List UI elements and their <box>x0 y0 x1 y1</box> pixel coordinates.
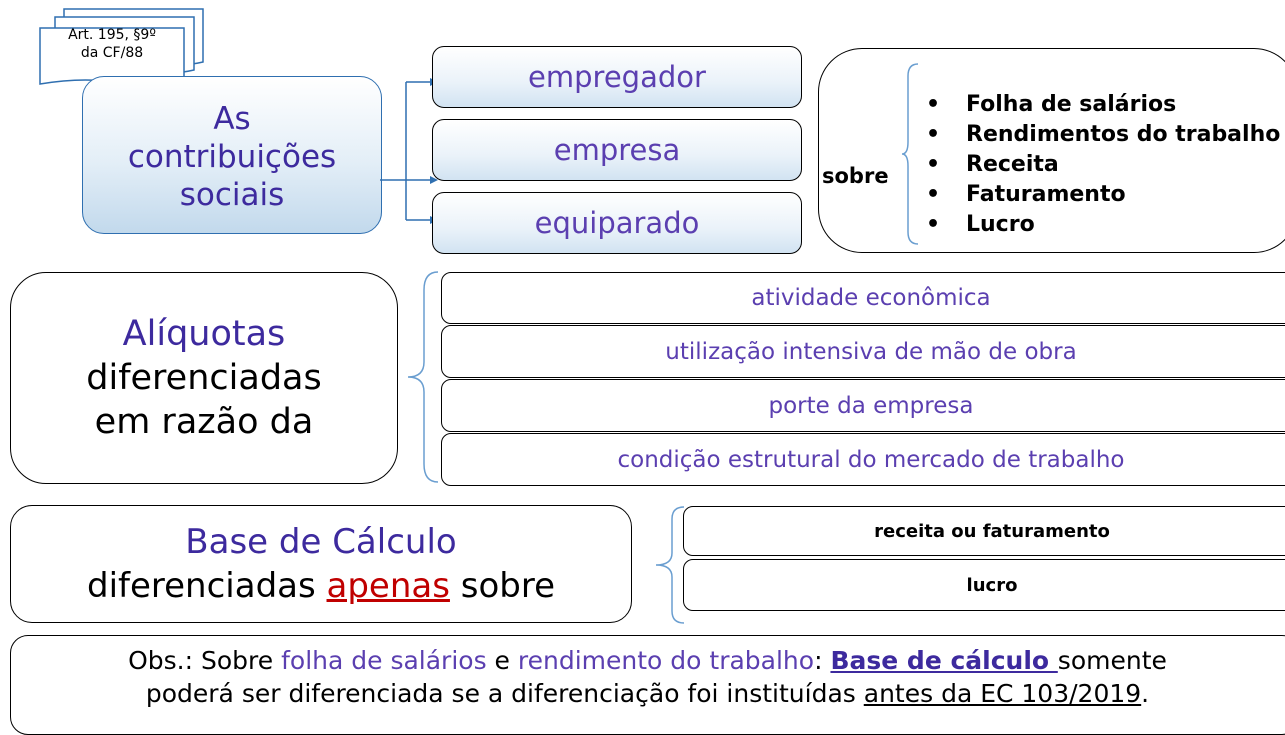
aliquotas-brace <box>407 271 439 483</box>
base-calculo-brace <box>655 506 685 624</box>
aliquota-item-label: utilização intensiva de mão de obra <box>665 338 1077 365</box>
aliquota-item-4: condição estrutural do mercado de trabal… <box>441 433 1285 486</box>
aliquota-item-3: porte da empresa <box>441 379 1285 432</box>
base-calculo-line-1: Base de Cálculo <box>185 522 457 562</box>
main-line-1: As <box>213 101 251 137</box>
document-stack-shape <box>39 8 204 89</box>
obs-mid: somente <box>1057 646 1167 675</box>
obs-line2-pre: poderá ser diferenciada se a diferenciaç… <box>145 679 864 708</box>
line2-pre: diferenciadas <box>86 566 327 606</box>
base-item: Rendimentos do trabalho <box>918 120 1285 150</box>
sobre-bases-list: Folha de salários Rendimentos do trabalh… <box>918 90 1285 240</box>
payer-empregador: empregador <box>432 46 802 108</box>
obs-and: e <box>486 646 518 675</box>
aliquotas-box: Alíquotas diferenciadas em razão da <box>10 272 398 484</box>
aliquota-item-1: atividade econômica <box>441 272 1285 324</box>
sobre-brace <box>901 63 919 245</box>
obs-term-rendimento: rendimento do trabalho <box>517 646 815 675</box>
payer-label: equiparado <box>534 206 700 240</box>
payer-label: empresa <box>553 133 681 167</box>
base-item-lucro: lucro <box>683 559 1285 611</box>
obs-text: Obs.: Sobre folha de salários e rendimen… <box>10 644 1285 710</box>
doc-line-2: da CF/88 <box>80 45 144 61</box>
main-line-2: contribuições <box>127 139 337 175</box>
aliquota-item-label: porte da empresa <box>768 392 974 419</box>
aliquotas-line-2: diferenciadas <box>86 358 322 398</box>
obs-colon: : <box>814 646 831 675</box>
main-line-3: sociais <box>179 177 285 213</box>
obs-base-calculo: Base de cálculo <box>830 646 1058 675</box>
base-item: Folha de salários <box>918 90 1285 120</box>
payer-equiparado: equiparado <box>432 192 802 254</box>
payer-empresa: empresa <box>432 119 802 181</box>
aliquota-item-label: condição estrutural do mercado de trabal… <box>617 446 1125 473</box>
obs-prefix: Obs.: Sobre <box>128 646 282 675</box>
obs-term-folha: folha de salários <box>281 646 487 675</box>
obs-line2-end: . <box>1141 679 1150 708</box>
payer-label: empregador <box>528 60 706 94</box>
obs-ec-reference: antes da EC 103/2019 <box>863 679 1142 708</box>
base-item-receita: receita ou faturamento <box>683 506 1285 556</box>
base-item: Lucro <box>918 210 1285 240</box>
aliquotas-title: Alíquotas diferenciadas em razão da <box>86 312 321 444</box>
base-item-label: receita ou faturamento <box>874 520 1110 542</box>
document-stack-icon <box>38 6 208 96</box>
obs-line-2: poderá ser diferenciada se a diferenciaç… <box>10 677 1285 710</box>
base-calculo-line-2: diferenciadas apenas sobre <box>87 564 555 608</box>
base-item: Faturamento <box>918 180 1285 210</box>
base-item: Receita <box>918 150 1285 180</box>
base-calculo-title: Base de Cálculo diferenciadas apenas sob… <box>87 520 555 608</box>
base-calculo-box: Base de Cálculo diferenciadas apenas sob… <box>10 505 632 623</box>
doc-line-1: Art. 195, §9º <box>68 27 156 43</box>
contribuicoes-box: As contribuições sociais <box>82 76 382 234</box>
aliquota-item-2: utilização intensiva de mão de obra <box>441 325 1285 378</box>
doc-reference: Art. 195, §9º da CF/88 <box>42 26 182 62</box>
aliquotas-line-3: em razão da <box>94 402 314 442</box>
sobre-label: sobre <box>822 164 889 188</box>
line2-post: sobre <box>449 566 556 606</box>
obs-line-1: Obs.: Sobre folha de salários e rendimen… <box>10 644 1285 677</box>
aliquotas-line-1: Alíquotas <box>122 314 286 354</box>
aliquota-item-label: atividade econômica <box>751 285 991 311</box>
connector-arrows <box>380 78 438 224</box>
contribuicoes-title: As contribuições sociais <box>128 100 336 214</box>
base-item-label: lucro <box>966 574 1018 596</box>
apenas-emphasis: apenas <box>326 566 450 606</box>
